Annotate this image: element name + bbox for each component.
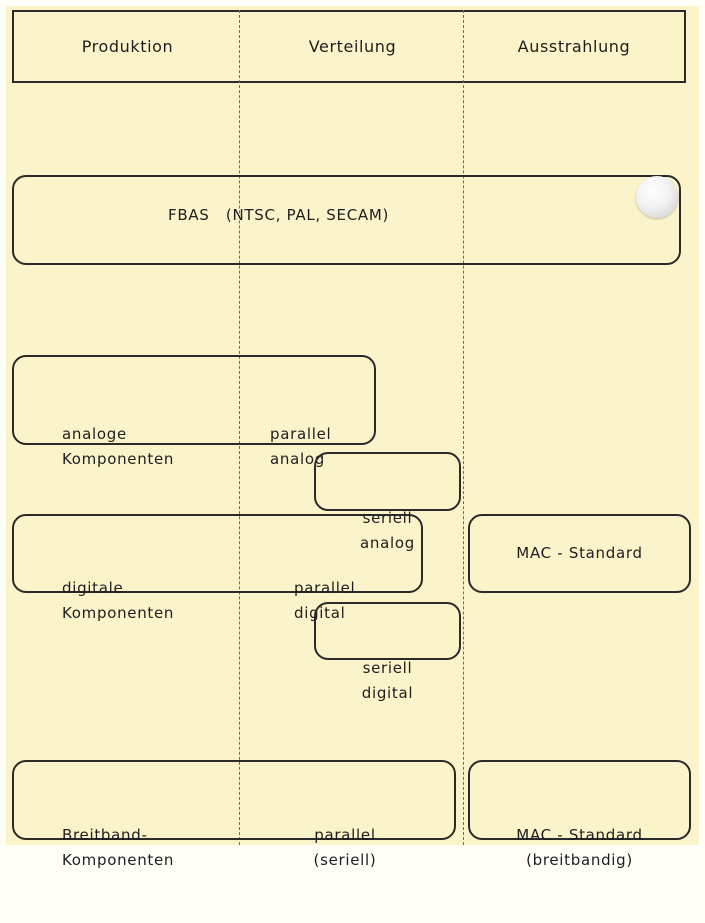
digital-components-box (12, 514, 423, 593)
diagram-background (6, 6, 699, 845)
fbas-box (12, 175, 681, 265)
serial-digital-box (314, 602, 461, 660)
serial-analog-box (314, 452, 461, 511)
mac-standard-broadband-label: MAC - Standard(breitbandig) (516, 826, 643, 869)
binder-hole (636, 176, 678, 218)
diagram-canvas: Produktion Verteilung Ausstrahlung FBAS … (6, 6, 699, 869)
mac-standard-broadband-box (468, 760, 691, 840)
header-produktion: Produktion (81, 37, 174, 56)
mac-standard-box (468, 514, 691, 593)
column-divider-2 (463, 10, 464, 845)
parallel-serial-label: parallel(seriell) (313, 826, 377, 869)
broadband-components-box (12, 760, 456, 840)
analog-components-box (12, 355, 376, 445)
header-row: Produktion Verteilung Ausstrahlung (12, 10, 686, 83)
header-verteilung: Verteilung (308, 37, 397, 56)
broadband-components-label: Breitband-Komponenten (62, 826, 175, 869)
header-ausstrahlung: Ausstrahlung (517, 37, 631, 56)
fbas-label: FBAS (NTSC, PAL, SECAM) (168, 206, 390, 224)
column-divider-1 (239, 10, 240, 845)
mac-standard-label: MAC - Standard (516, 544, 643, 562)
